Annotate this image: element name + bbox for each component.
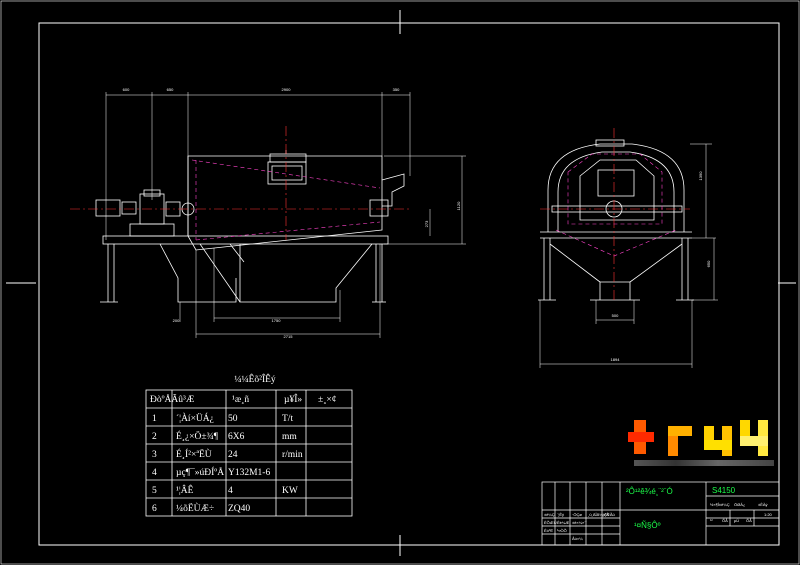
title-cell: ÉóºË — [544, 528, 553, 533]
table-cell-name: ´¦Àí×ÜÁ¿ — [176, 412, 214, 424]
table-cell-no: 4 — [152, 468, 157, 478]
dim-text: 1390 — [698, 171, 703, 181]
title-cell: ¹² — [710, 518, 713, 523]
parameters-table: ¼¼Êõ²ÎÊý ÐòºÅÃû³Æ ¹æ¸ñ µ¥Î» ±¸×¢ 1 ´¦Àí×Ü… — [145, 373, 353, 517]
dim-text: 1120 — [456, 201, 461, 210]
table-cell-value: ZQ40 — [228, 504, 250, 514]
title-cell: ´¦Êý — [557, 512, 564, 517]
watermark-logo — [740, 420, 750, 446]
side-view-centerlines — [540, 128, 690, 300]
table-header-cell: ÐòºÅÃû³Æ — [150, 393, 194, 405]
title-cell: ·ÖÇø — [572, 512, 582, 517]
front-view-centerlines — [70, 126, 412, 241]
watermark-logo — [704, 440, 732, 450]
title-cell: ÖØÁ¿ — [734, 502, 746, 507]
title-block — [541, 481, 780, 546]
table-header-cell: µ¥Î» — [284, 393, 302, 405]
dim-text: 500 — [612, 313, 619, 318]
table-cell-name: É¸¿×Ö±¾¶ — [176, 430, 219, 442]
watermark-logo — [628, 432, 654, 442]
dim-text: 1750 — [272, 318, 282, 323]
table-cell-unit: mm — [282, 432, 297, 442]
watermark-logo — [634, 460, 774, 466]
title-cell: Éè¼Æ — [557, 520, 569, 525]
drawing-scale: 1:20 — [764, 512, 773, 517]
dim-text: 1894 — [611, 357, 621, 362]
table-cell-no: 3 — [152, 450, 157, 460]
table-cell-name: ¼õËÙÆ÷ — [176, 502, 214, 514]
table-cell-value: Y132M1-6 — [228, 468, 270, 478]
table-cell-name: µç¶¯»úÐÍºÅ — [176, 466, 224, 478]
title-cell: ±ê×¼»¯ — [572, 520, 587, 525]
dim-text: 200 — [173, 318, 180, 323]
table-header-cell: ±¸×¢ — [318, 395, 337, 405]
drawing-name: ²Ô¹²ê¾é¸¨²¨Ó — [626, 487, 673, 496]
title-cell: Ç©Ãû — [604, 512, 615, 517]
parameters-title: ¼¼Êõ²ÎÊý — [234, 373, 276, 385]
title-cell: ¹¤ÒÕ — [557, 528, 567, 533]
table-cell-no: 1 — [152, 414, 157, 424]
table-cell-name: ¹¦ÂÊ — [176, 484, 194, 496]
table-cell-value: 24 — [228, 450, 238, 460]
title-cell: Åú×¼ — [572, 536, 583, 541]
table-cell-no: 6 — [152, 504, 157, 514]
school-name: ¹¤Ñ§Ôº — [634, 521, 661, 530]
title-cell: µÚ — [734, 518, 739, 523]
dim-text: 650 — [706, 260, 711, 267]
title-cell: ÕÅ — [746, 518, 752, 523]
dim-text: 650 — [167, 87, 174, 92]
watermark-logo — [628, 412, 774, 472]
title-cell: ¸ü¸ÄÎÄ¼þºÅ — [588, 512, 609, 517]
dim-text: 2715 — [284, 334, 294, 339]
table-cell-unit: T/t — [282, 414, 293, 424]
title-cell: ½×¶Î±ê¼Ç — [710, 502, 730, 507]
title-cell: ÈÕÆÚ — [544, 520, 557, 525]
watermark-logo — [740, 436, 768, 446]
dim-text: 600 — [123, 87, 130, 92]
side-view-dimension-texts: 1390 650 500 1894 — [611, 171, 711, 362]
title-block-texts: ²Ô¹²ê¾é¸¨²¨Ó S4150 1:20 ¹¤Ñ§Ôº ±ê¼Ç ´¦Êý… — [544, 486, 773, 541]
watermark-logo — [668, 426, 678, 456]
dim-text: 350 — [393, 87, 400, 92]
table-header-cell: ¹æ¸ñ — [232, 395, 249, 405]
drawing-number: S4150 — [712, 486, 736, 495]
front-view-dimension-texts: 600 650 2900 350 273 1120 200 1750 2715 — [123, 87, 461, 339]
table-cell-unit: r/min — [282, 450, 303, 460]
watermark-logo — [704, 426, 714, 444]
table-cell-no: 2 — [152, 432, 157, 442]
dim-text: 273 — [424, 220, 429, 227]
title-cell: ±ÈÀý — [758, 502, 768, 507]
title-cell: ±ê¼Ç — [544, 512, 555, 517]
side-view — [538, 139, 718, 368]
table-cell-name: É¸Í²×ªËÙ — [176, 448, 212, 460]
table-cell-value: 4 — [228, 486, 233, 496]
dim-text: 2900 — [282, 87, 292, 92]
table-cell-unit: KW — [282, 486, 298, 496]
watermark-logo — [668, 426, 692, 436]
table-cell-value: 50 — [228, 414, 238, 424]
table-cell-value: 6X6 — [228, 432, 245, 442]
front-view — [95, 92, 466, 338]
title-cell: ÕÅ — [722, 518, 728, 523]
table-cell-no: 5 — [152, 486, 157, 496]
